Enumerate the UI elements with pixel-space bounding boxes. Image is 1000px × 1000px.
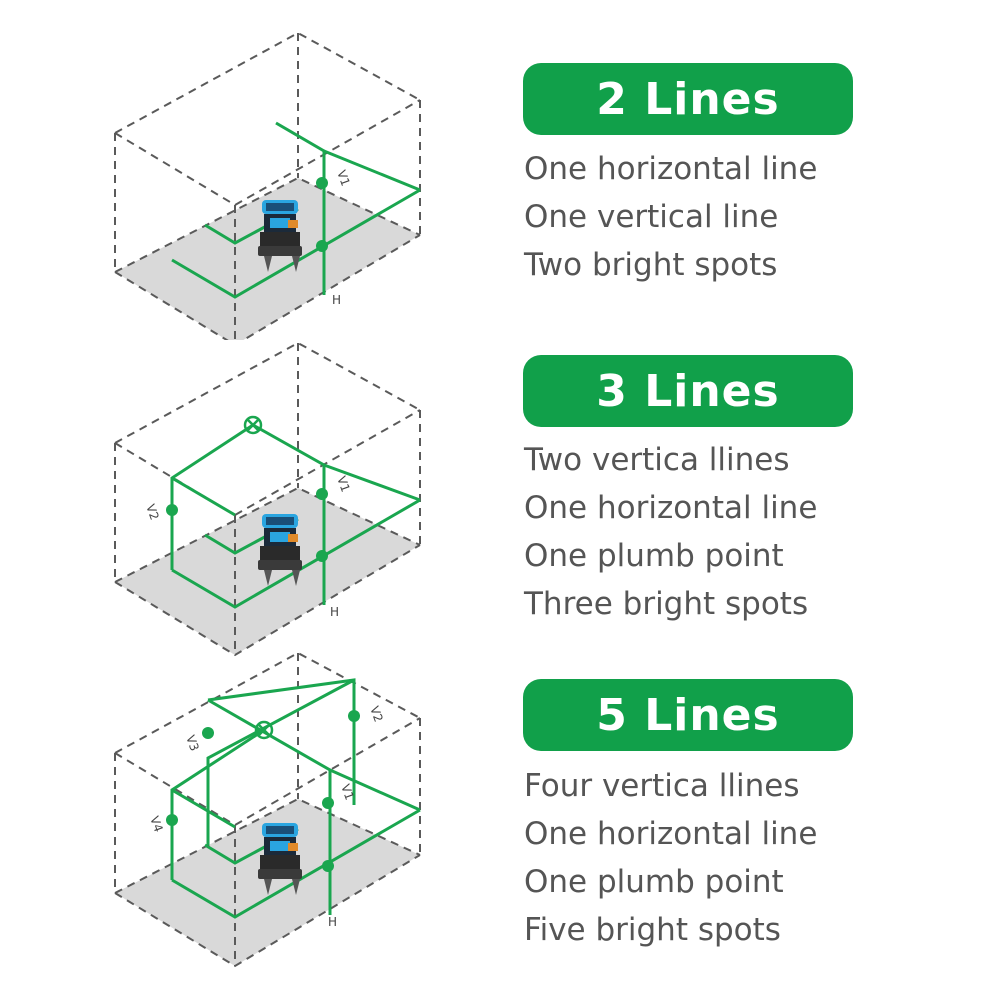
panel-5-lines: V1 V2 V3 V4 H 5 Lines Four vertica lline… — [0, 645, 1000, 1000]
laser-level-icon — [258, 823, 302, 895]
label-v1: V1 — [334, 474, 353, 494]
bright-spot-icon — [202, 727, 214, 739]
feature-list: One horizontal line One vertical line Tw… — [524, 145, 817, 289]
bright-spot-icon — [166, 504, 178, 516]
label-v2: V2 — [367, 704, 386, 724]
label-v3: V3 — [183, 733, 202, 753]
feature-item: One plumb point — [524, 864, 784, 900]
diagram-5-lines: V1 V2 V3 V4 H — [114, 651, 421, 968]
label-h: H — [330, 605, 339, 619]
title-badge: 3 Lines — [523, 355, 853, 427]
bright-spot-icon — [322, 860, 334, 872]
laser-level-icon — [258, 200, 302, 272]
room-frame — [114, 341, 421, 657]
bright-spot-icon — [348, 710, 360, 722]
panel-2-lines: V1 H 2 Lines One horizontal line One ver… — [0, 0, 1000, 340]
feature-item: Two vertica llines — [524, 442, 790, 478]
bright-spot-icon — [316, 488, 328, 500]
crosshair-circle-icon — [254, 720, 274, 740]
title-badge: 2 Lines — [523, 63, 853, 135]
bright-spot-icon — [166, 814, 178, 826]
label-h: H — [328, 915, 337, 929]
bright-spot-icon — [322, 797, 334, 809]
laser-horizontal — [171, 188, 421, 299]
feature-item: Two bright spots — [524, 247, 778, 283]
panel-3-lines: V1 V2 H 3 Lines Two vertica llines One h… — [0, 310, 1000, 660]
feature-item: One plumb point — [524, 538, 784, 574]
laser-level-icon — [258, 514, 302, 586]
panel-title: 2 Lines — [596, 73, 780, 125]
feature-item: One vertical line — [524, 199, 779, 235]
feature-item: Four vertica llines — [524, 768, 800, 804]
label-h: H — [332, 293, 341, 307]
feature-item: Five bright spots — [524, 912, 781, 948]
feature-list: Four vertica llines One horizontal line … — [524, 762, 817, 954]
diagram-3-lines: V1 V2 H — [114, 341, 421, 657]
laser-horizontal — [171, 808, 421, 919]
label-v1: V1 — [338, 782, 357, 802]
feature-item: Three bright spots — [524, 586, 809, 622]
bright-spot-icon — [316, 550, 328, 562]
room-frame — [114, 651, 421, 968]
label-v1: V1 — [334, 168, 353, 188]
feature-list: Two vertica llines One horizontal line O… — [524, 436, 817, 628]
crosshair-circle-icon — [243, 415, 263, 435]
laser-vertical-v3 — [206, 678, 355, 845]
label-v2: V2 — [143, 502, 162, 522]
label-v4: V4 — [147, 814, 166, 834]
bright-spot-icon — [316, 177, 328, 189]
feature-item: One horizontal line — [524, 490, 818, 526]
room-frame — [114, 31, 421, 340]
panel-title: 5 Lines — [596, 689, 780, 741]
title-badge: 5 Lines — [523, 679, 853, 751]
feature-item: One horizontal line — [524, 151, 818, 187]
diagram-2-lines: V1 H — [114, 31, 421, 340]
bright-spot-icon — [316, 240, 328, 252]
panel-title: 3 Lines — [596, 365, 780, 417]
laser-horizontal — [171, 498, 421, 609]
feature-item: One horizontal line — [524, 816, 818, 852]
